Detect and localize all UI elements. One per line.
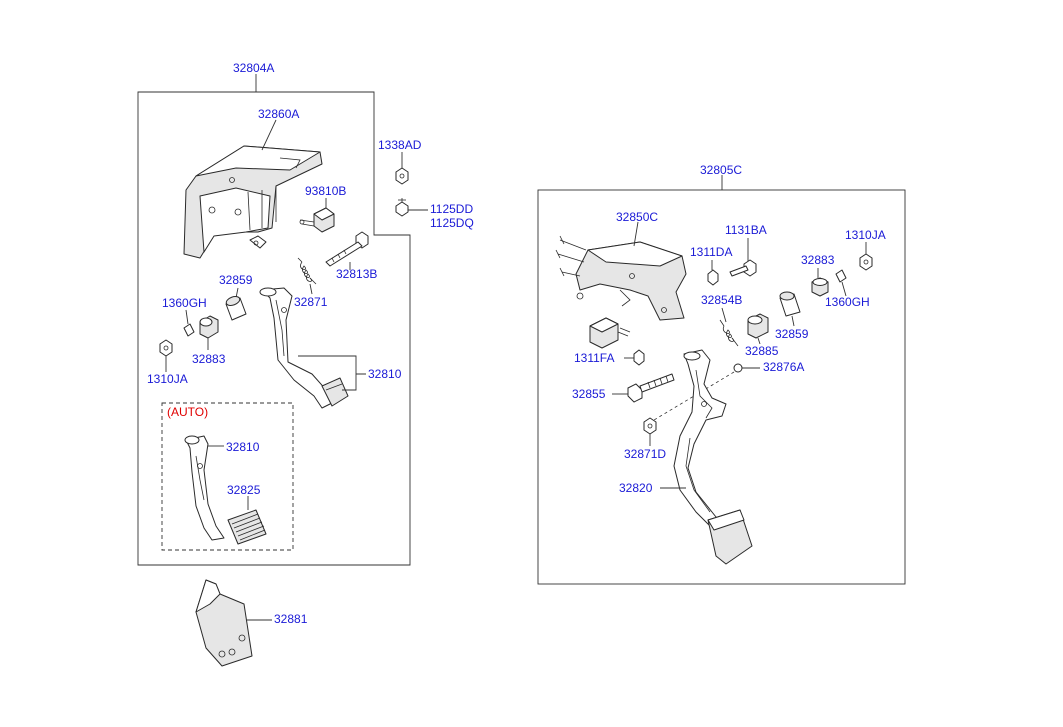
label-32850C[interactable]: 32850C [616, 210, 658, 224]
switch-block-drawing [589, 317, 631, 349]
label-93810B[interactable]: 93810B [305, 184, 346, 198]
label-32883-left[interactable]: 32883 [192, 352, 226, 366]
leader-32885 [757, 337, 761, 345]
label-32871D[interactable]: 32871D [624, 447, 666, 461]
nut-1311DA-drawing [707, 269, 719, 286]
label-32859-left[interactable]: 32859 [219, 273, 253, 287]
bushing-32859-left-drawing [225, 296, 247, 321]
label-1311DA[interactable]: 1311DA [690, 245, 732, 259]
nut-32871D-drawing [643, 417, 657, 435]
label-1131BA[interactable]: 1131BA [725, 223, 767, 237]
label-1310JA-right[interactable]: 1310JA [845, 228, 886, 242]
nut-1338AD-drawing [395, 167, 409, 185]
label-32883-right[interactable]: 32883 [801, 253, 835, 267]
plate-32881-drawing [195, 579, 253, 667]
label-1125DQ[interactable]: 1125DQ [430, 216, 474, 230]
pedal-pad-32825-drawing [227, 509, 267, 545]
label-1125DD[interactable]: 1125DD [430, 202, 473, 216]
bolt-32813B-drawing [325, 231, 369, 267]
pedal-arm-32810-auto-drawing [184, 435, 225, 541]
leader-1360GH-left [185, 309, 189, 325]
label-32855[interactable]: 32855 [572, 387, 606, 401]
pedal-arm-32820-drawing [673, 349, 753, 565]
label-1311FA[interactable]: 1311FA [574, 351, 614, 365]
label-32820[interactable]: 32820 [619, 481, 653, 495]
label-32804A[interactable]: 32804A [233, 61, 274, 75]
label-32805C[interactable]: 32805C [700, 163, 742, 177]
bolt-32855-drawing [627, 373, 675, 403]
label-32810-main[interactable]: 32810 [368, 367, 402, 381]
label-32871[interactable]: 32871 [294, 295, 328, 309]
label-32860A[interactable]: 32860A [258, 107, 299, 121]
washer-1360GH-right-drawing [835, 269, 847, 283]
leader-1360GH-right [841, 281, 847, 297]
label-1310JA-left[interactable]: 1310JA [147, 372, 188, 386]
leader-32859-right [791, 315, 795, 327]
spring-32854B-drawing [719, 319, 739, 347]
nut-1310JA-left-drawing [159, 339, 173, 357]
auto-variant-box [161, 402, 294, 551]
label-32810-auto[interactable]: 32810 [226, 440, 260, 454]
label-32813B[interactable]: 32813B [336, 267, 377, 281]
pin-32876A-drawing [733, 363, 743, 373]
label-32854B[interactable]: 32854B [701, 293, 742, 307]
leader-32810-main [298, 355, 366, 391]
nut-1310JA-right-drawing [859, 253, 873, 271]
bushing-32883-left-drawing [199, 315, 219, 339]
label-auto[interactable]: (AUTO) [167, 405, 208, 419]
leader-32860A [261, 119, 277, 151]
leader-32871 [309, 283, 313, 295]
leader-32850C [633, 221, 639, 247]
label-32825[interactable]: 32825 [227, 483, 261, 497]
bushing-32859-right-drawing [779, 291, 801, 317]
nut-1311FA-drawing [633, 349, 645, 366]
bracket-32860A-drawing [183, 145, 323, 259]
label-32859-right[interactable]: 32859 [775, 327, 809, 341]
label-32876A[interactable]: 32876A [763, 360, 804, 374]
bolt-1131BA-drawing [729, 259, 757, 277]
spring-32871-drawing [297, 257, 317, 285]
bushing-32885-drawing [747, 313, 769, 339]
label-1360GH-left[interactable]: 1360GH [162, 296, 207, 310]
bolt-1125DD-drawing [395, 198, 409, 217]
switch-93810B-drawing [299, 207, 335, 233]
right-assembly-frame [537, 189, 906, 585]
label-32881[interactable]: 32881 [274, 612, 308, 626]
bushing-32883-right-drawing [811, 277, 829, 297]
clip-drawing [249, 235, 267, 249]
label-32885[interactable]: 32885 [745, 344, 779, 358]
left-assembly-frame [137, 91, 411, 566]
bracket-32850C-drawing [555, 235, 687, 321]
pedal-arm-32810-drawing [259, 287, 349, 409]
label-1360GH-right[interactable]: 1360GH [825, 295, 870, 309]
washer-1360GH-left-drawing [183, 323, 195, 337]
leader-32854B [721, 307, 727, 323]
label-1338AD[interactable]: 1338AD [378, 138, 422, 152]
